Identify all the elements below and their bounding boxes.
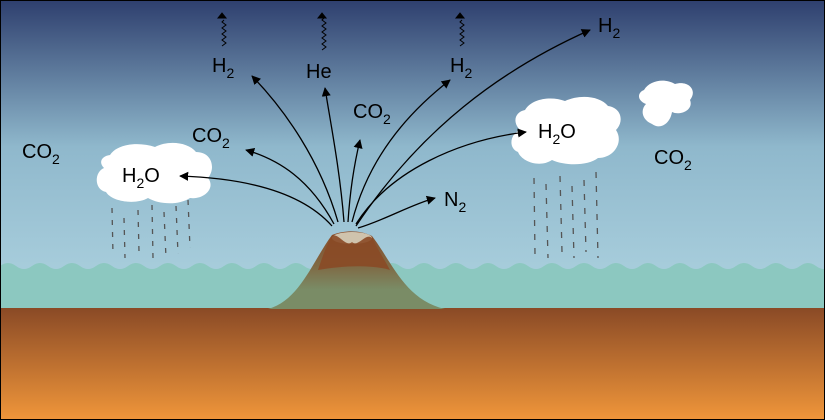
label-h2-mid: H2	[450, 55, 472, 81]
escape-squiggle-left	[221, 19, 227, 47]
arrow-to-h2-left	[251, 75, 339, 223]
label-h2-right: H2	[598, 15, 620, 41]
arrow-to-co2-upper-left	[245, 147, 335, 225]
arrow-to-n2	[357, 195, 436, 229]
label-h2o-left-cloud: H2O	[122, 165, 160, 191]
label-co2-far-right: CO2	[654, 147, 692, 173]
label-h2-left: H2	[212, 55, 234, 81]
ground	[0, 308, 825, 420]
escape-squiggles	[216, 12, 466, 51]
volcano	[268, 231, 445, 309]
arrow-to-h2o-left	[179, 171, 333, 227]
rain-left	[111, 199, 191, 259]
gas-arrows	[179, 29, 591, 229]
label-co2-upper-left: CO2	[192, 125, 230, 151]
cloud-left	[96, 142, 212, 204]
label-h2o-right-cloud: H2O	[538, 121, 576, 147]
escape-squiggle-center	[321, 17, 327, 51]
cloud-right	[511, 96, 621, 165]
arrow-to-h2-right	[355, 29, 591, 227]
rain-right	[533, 171, 599, 259]
arrow-to-he	[321, 87, 345, 223]
label-co2-far-left: CO2	[22, 141, 60, 167]
escape-squiggle-right	[459, 19, 465, 47]
label-n2: N2	[444, 189, 466, 215]
arrow-to-h2-mid	[351, 79, 451, 223]
cloud-small-right	[639, 80, 693, 127]
ocean	[0, 263, 825, 310]
arrow-to-co2-center	[347, 139, 363, 223]
label-he: He	[306, 61, 332, 83]
label-co2-center: CO2	[353, 101, 391, 127]
volcano-lava-rim	[318, 235, 390, 270]
